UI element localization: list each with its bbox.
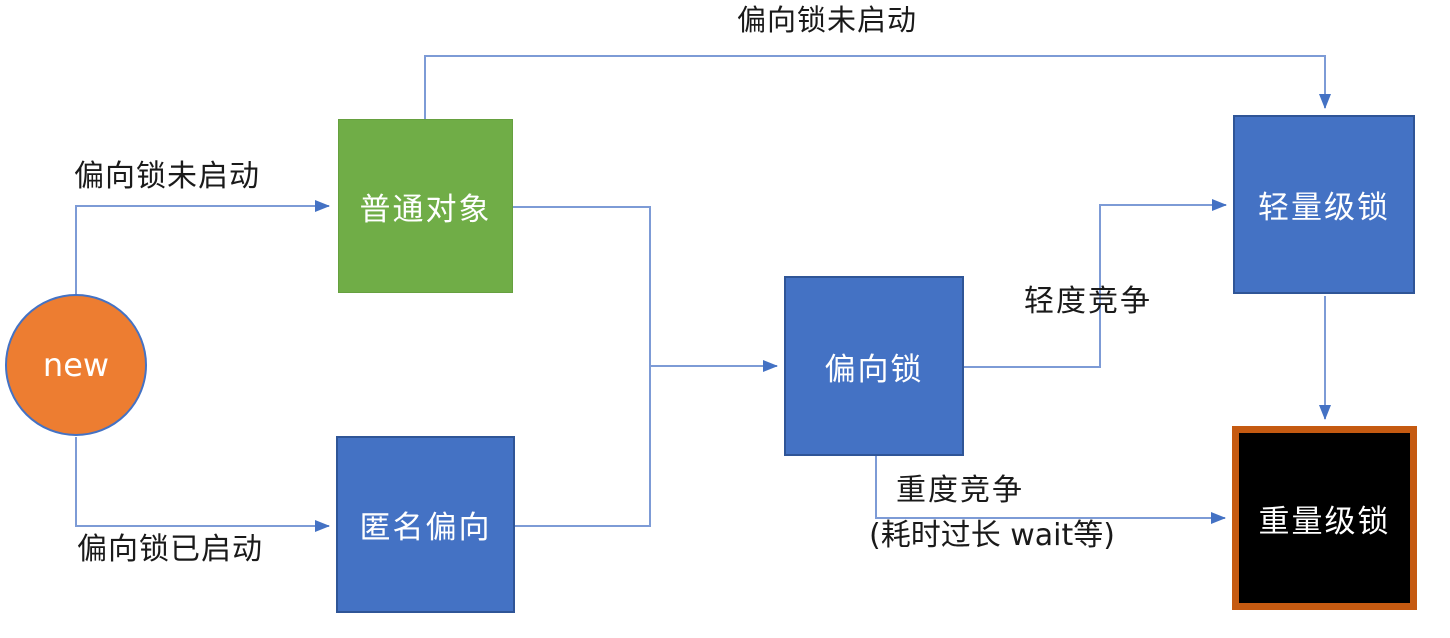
node-lightweight-lock: 轻量级锁	[1233, 115, 1415, 294]
node-normal-object-label: 普通对象	[359, 191, 492, 228]
node-new-object-label: new	[42, 346, 110, 384]
edge-label-bias-started-left: 偏向锁已启动	[77, 532, 263, 567]
edge-label-heavy-contention-note: (耗时过长 wait等)	[869, 518, 1115, 553]
node-normal-object: 普通对象	[338, 119, 513, 293]
node-anonymous-bias: 匿名偏向	[336, 436, 515, 613]
edge-biased-lock-to-lightweight-lock	[964, 199, 1227, 368]
edge-label-bias-not-started-top: 偏向锁未启动	[737, 3, 918, 37]
node-heavyweight-lock-label: 重量级锁	[1258, 503, 1391, 540]
edge-normal-object-to-lightweight-lock	[424, 55, 1331, 119]
edge-label-light-contention: 轻度竞争	[1024, 284, 1152, 319]
edge-normal-object-to-biased-lock	[513, 206, 778, 372]
node-anonymous-bias-label: 匿名偏向	[359, 510, 492, 546]
node-biased-lock: 偏向锁	[784, 276, 964, 456]
edge-new-to-anonymous-bias	[75, 437, 330, 532]
node-heavyweight-lock: 重量级锁	[1232, 426, 1417, 610]
edge-anonymous-bias-to-junction	[515, 366, 651, 527]
node-biased-lock-label: 偏向锁	[824, 351, 924, 388]
node-lightweight-lock-label: 轻量级锁	[1258, 190, 1390, 226]
edge-new-to-normal-object	[75, 200, 330, 296]
node-new-object: new	[5, 294, 147, 436]
edge-label-heavy-contention: 重度竞争	[896, 473, 1024, 508]
edge-label-bias-not-started-left: 偏向锁未启动	[74, 159, 260, 194]
edge-biased-lock-to-heavyweight-lock	[875, 456, 1226, 524]
